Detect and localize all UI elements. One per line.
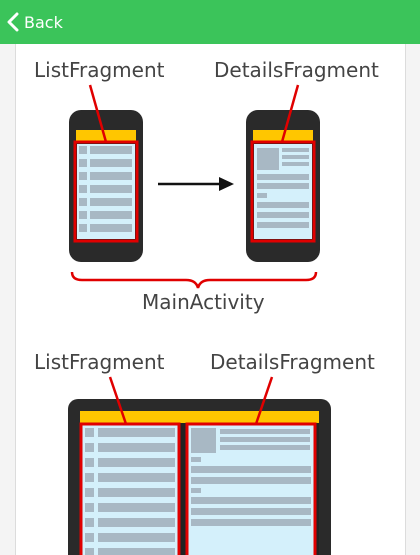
- tablet-details-pointer: [254, 376, 274, 425]
- phone-details-device: [246, 110, 320, 262]
- chevron-left-icon: [6, 12, 20, 32]
- main-activity-label: MainActivity: [142, 290, 265, 314]
- top-app-bar: Back: [0, 0, 420, 44]
- fragments-diagram: ListFragment DetailsFragment: [34, 58, 379, 555]
- phone-details-fragment-label: DetailsFragment: [214, 58, 379, 82]
- activity-brace: [70, 271, 318, 289]
- tablet-details-fragment-label: DetailsFragment: [210, 350, 375, 374]
- phone-list-device: [69, 110, 143, 262]
- tablet-details-content: [191, 428, 311, 526]
- transition-arrow: [158, 177, 234, 191]
- tablet-list-pointer: [108, 376, 128, 425]
- content-panel: ListFragment DetailsFragment: [15, 44, 406, 555]
- tablet-list-fragment-label: ListFragment: [34, 350, 165, 374]
- phone-list-fragment-label: ListFragment: [34, 58, 165, 82]
- phone-details-content: [257, 148, 309, 228]
- back-label: Back: [24, 12, 63, 32]
- phone-list-rows: [79, 146, 132, 232]
- back-button[interactable]: Back: [6, 8, 63, 36]
- phone-list-pointer: [88, 84, 108, 143]
- phone-details-pointer: [280, 84, 300, 143]
- tablet-device: [68, 399, 331, 555]
- tablet-list-rows: [85, 428, 175, 555]
